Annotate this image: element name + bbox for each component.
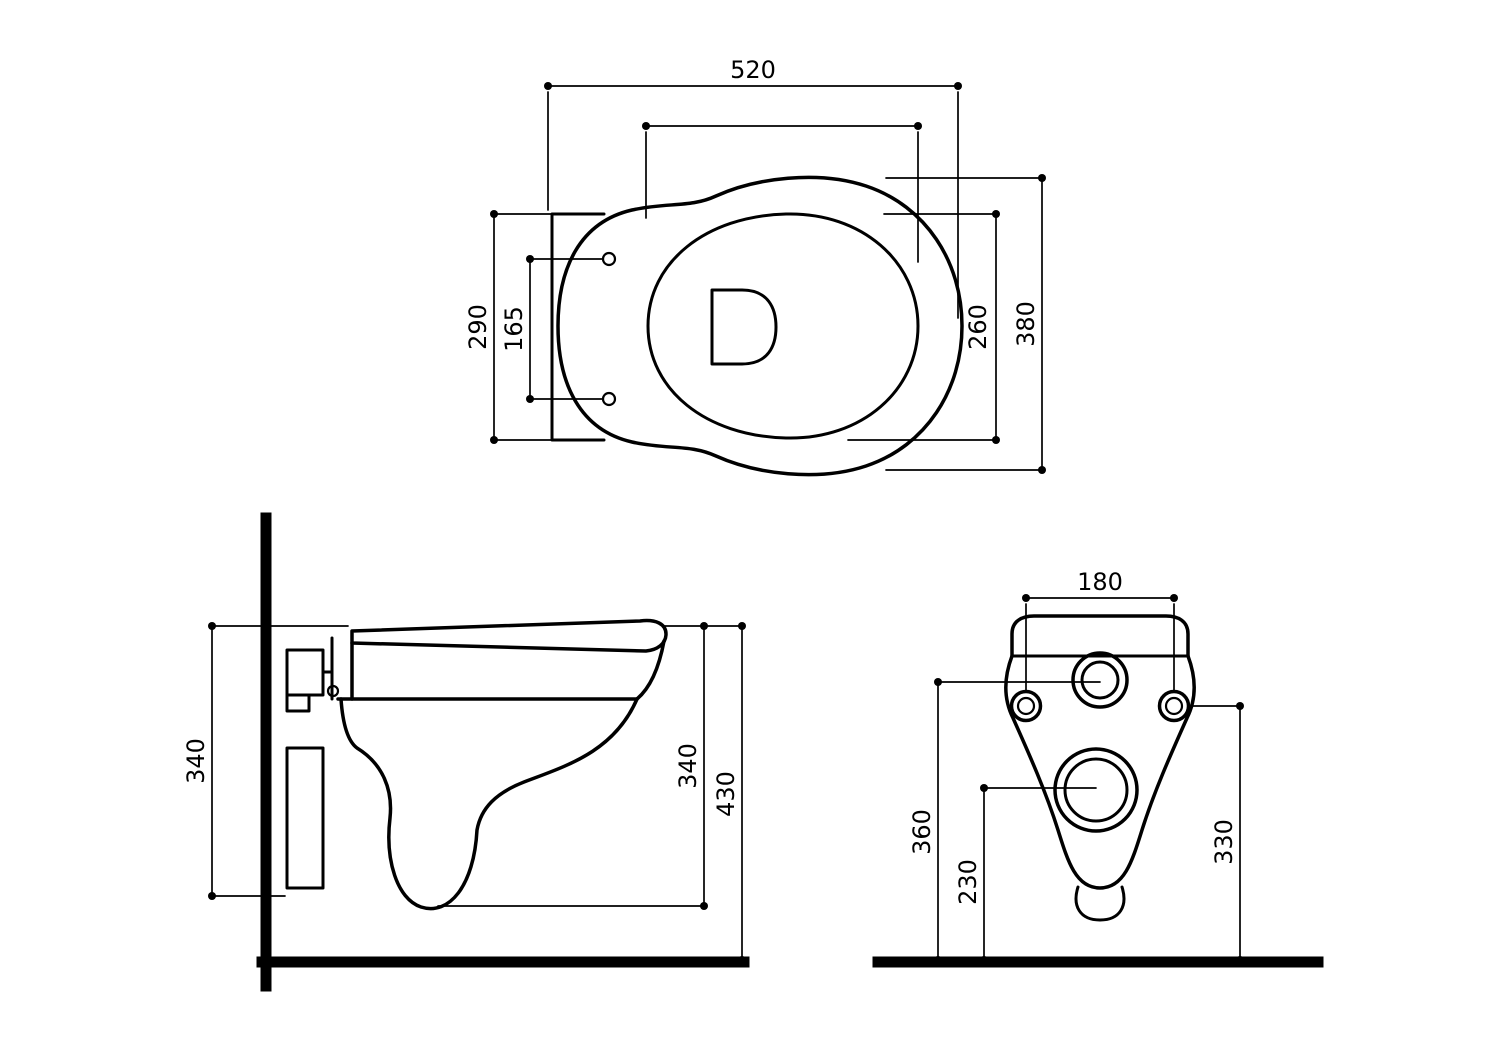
dim-label-fixing-height: 330 (1210, 819, 1238, 865)
water-inlet-outer (1071, 651, 1129, 709)
rear-top-cap (1010, 614, 1190, 658)
dim-label-body-height: 340 (674, 743, 702, 789)
rear-view-body (1004, 614, 1196, 922)
dim-label-outlet-height: 230 (954, 859, 982, 905)
dim-label-mount-plate-width: 290 (464, 304, 492, 350)
dim-label-hole-spacing-top: 165 (500, 306, 528, 352)
fixing-hole-top-icon (601, 251, 617, 267)
dim-label-overall-length: 520 (730, 56, 776, 84)
fixing-hole-bottom-icon (601, 391, 617, 407)
rear-body-outline (1004, 654, 1196, 890)
pipe-joint-icon (326, 684, 340, 698)
fixing-hole-left-inner (1016, 696, 1036, 716)
wall-bracket-plan (550, 212, 606, 442)
flush-valve-box (285, 648, 325, 697)
rear-view-dimensions: 180 360 230 330 (908, 568, 1241, 961)
dim-label-hole-spacing-rear: 180 (1077, 568, 1123, 596)
waste-outlet-outer (1053, 747, 1139, 833)
fixing-hole-right-inner (1164, 696, 1184, 716)
dimension-endpoint-dots (208, 82, 1244, 964)
dim-label-mount-height: 340 (182, 738, 210, 784)
dim-label-inlet-height: 360 (908, 809, 936, 855)
seat-lid-profile (350, 618, 668, 653)
flush-opening (710, 288, 778, 366)
bowl-profile (339, 697, 639, 911)
top-view: 520 290 165 260 380 (464, 56, 1043, 477)
side-view-structure (256, 512, 750, 992)
top-view-dimensions: 520 290 165 260 380 (464, 56, 1043, 471)
water-inlet-inner (1080, 660, 1120, 700)
fixing-hole-right-icon (1157, 689, 1191, 723)
rear-view: 180 360 230 330 (872, 568, 1324, 968)
rear-outlet-foot (1074, 885, 1126, 922)
side-view-body (285, 618, 668, 911)
dim-label-overall-width: 380 (1012, 301, 1040, 347)
wall-bracket-side (285, 746, 325, 890)
dim-label-seat-width: 260 (964, 304, 992, 350)
bowl-outer-outline (556, 175, 964, 477)
fixing-hole-left-icon (1009, 689, 1043, 723)
seat-inner-outline (646, 212, 920, 440)
flush-valve-step (285, 693, 311, 713)
bowl-front-curve (635, 639, 666, 701)
side-view-dimensions: 340 340 430 (182, 625, 743, 961)
top-view-body (550, 175, 964, 477)
waste-outlet-inner (1063, 757, 1129, 823)
side-view: 340 340 430 (182, 512, 750, 992)
dim-label-overall-height: 430 (712, 771, 740, 817)
